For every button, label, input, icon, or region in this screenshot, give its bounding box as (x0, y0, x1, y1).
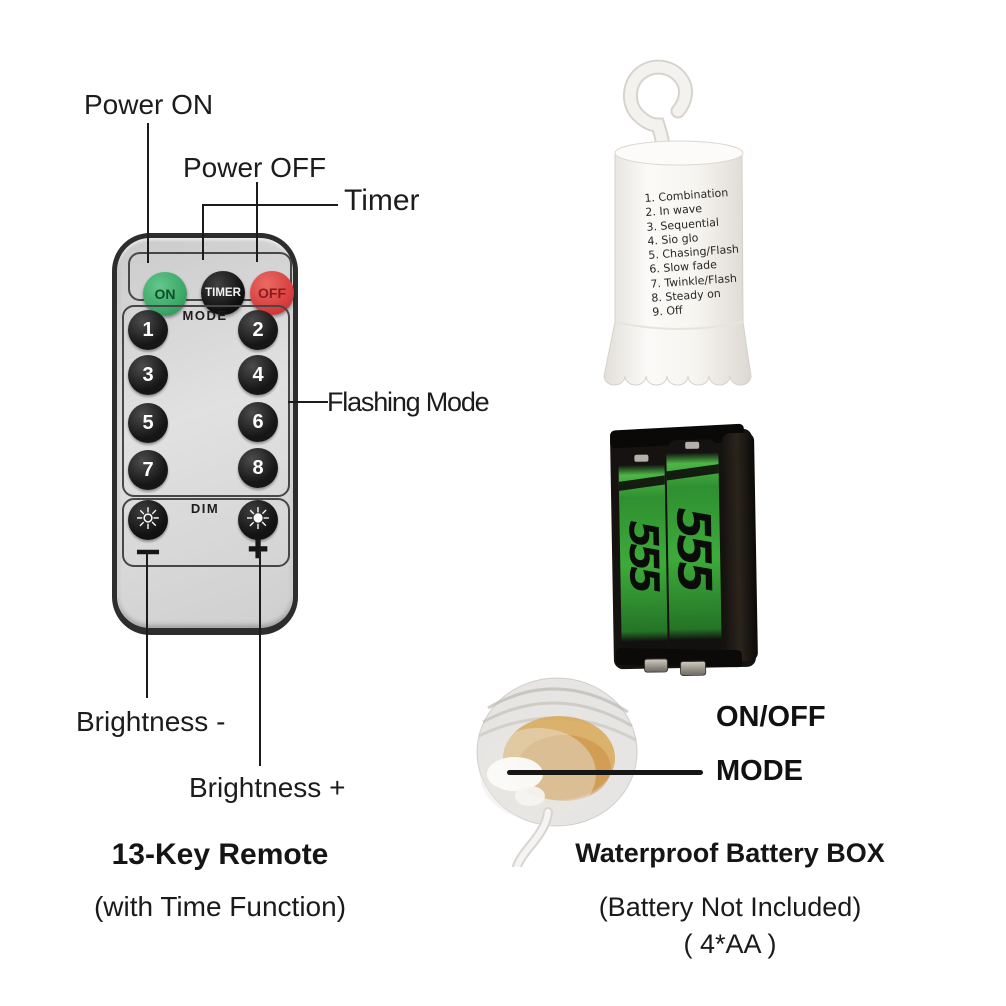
sun-filled-icon: ☀ (244, 502, 272, 537)
brightness-plus-label: Brightness + (189, 772, 346, 803)
mode-list: 1. Combination 2. In wave 3. Sequential … (644, 186, 743, 321)
brightness-minus-callout-line (146, 550, 148, 698)
remote-key-7: 7 (128, 450, 168, 490)
remote-key-5: 5 (128, 403, 168, 443)
battery-holder-frame (721, 432, 758, 662)
battery-right: 555 (666, 439, 722, 656)
brightness-minus-label: Brightness - (76, 706, 226, 737)
remote-key-2: 2 (238, 310, 278, 350)
remote-control: ON TIMER OFF MODE 1 2 3 4 5 6 7 8 DIM ☼ … (112, 233, 298, 635)
remote-caption-title: 13-Key Remote (111, 838, 329, 871)
battery-left: 555 (618, 452, 668, 657)
remote-dim-up-button: ☀ (238, 500, 278, 540)
timer-callout-line-vertical (202, 204, 204, 260)
sun-outline-icon: ☼ (134, 502, 162, 537)
remote-power-section: ON TIMER OFF (128, 252, 294, 316)
controller-box-photo (603, 140, 752, 386)
remote-caption-subtitle: (with Time Function) (93, 891, 347, 922)
battery-box-caption-spec: ( 4*AA ) (683, 929, 777, 959)
power-off-callout-line (256, 182, 258, 262)
remote-timer-button: TIMER (201, 271, 245, 315)
plus-mark: + (247, 529, 268, 569)
remote-key-8: 8 (238, 448, 278, 488)
remote-key-4: 4 (238, 355, 278, 395)
on-off-label: ON/OFF (716, 701, 826, 733)
remote-key-3: 3 (128, 355, 168, 395)
timer-callout-line-horizontal (202, 204, 338, 206)
remote-on-button: ON (143, 272, 187, 316)
minus-mark: – (136, 533, 161, 568)
remote-off-button: OFF (250, 271, 294, 315)
power-off-label: Power OFF (183, 152, 327, 183)
battery-holder-photo: 555 555 (609, 423, 758, 677)
box-mode-label: MODE (716, 755, 803, 787)
remote-dim-section (122, 498, 290, 567)
battery-box-callout-line (507, 770, 703, 775)
battery-contact (679, 660, 707, 677)
battery-box-caption-subtitle: (Battery Not Included) (598, 892, 862, 922)
battery-box-caption-title: Waterproof Battery BOX (575, 838, 885, 868)
battery-brand: 555 (666, 506, 722, 589)
battery-brand: 555 (619, 519, 667, 589)
flashing-mode-label: Flashing Mode (327, 387, 490, 417)
remote-dim-section-title: DIM (190, 501, 220, 516)
power-on-callout-line (147, 123, 149, 263)
waterproof-cap-photo (476, 677, 638, 867)
remote-key-6: 6 (238, 402, 278, 442)
remote-dim-down-button: ☼ (128, 500, 168, 540)
timer-label: Timer (344, 184, 420, 217)
power-on-label: Power ON (84, 89, 214, 120)
hook-icon (623, 59, 693, 156)
flashing-mode-callout-line (288, 401, 328, 403)
remote-mode-section-title: MODE (182, 308, 228, 323)
brightness-plus-callout-line (259, 548, 261, 766)
remote-key-1: 1 (128, 310, 168, 350)
